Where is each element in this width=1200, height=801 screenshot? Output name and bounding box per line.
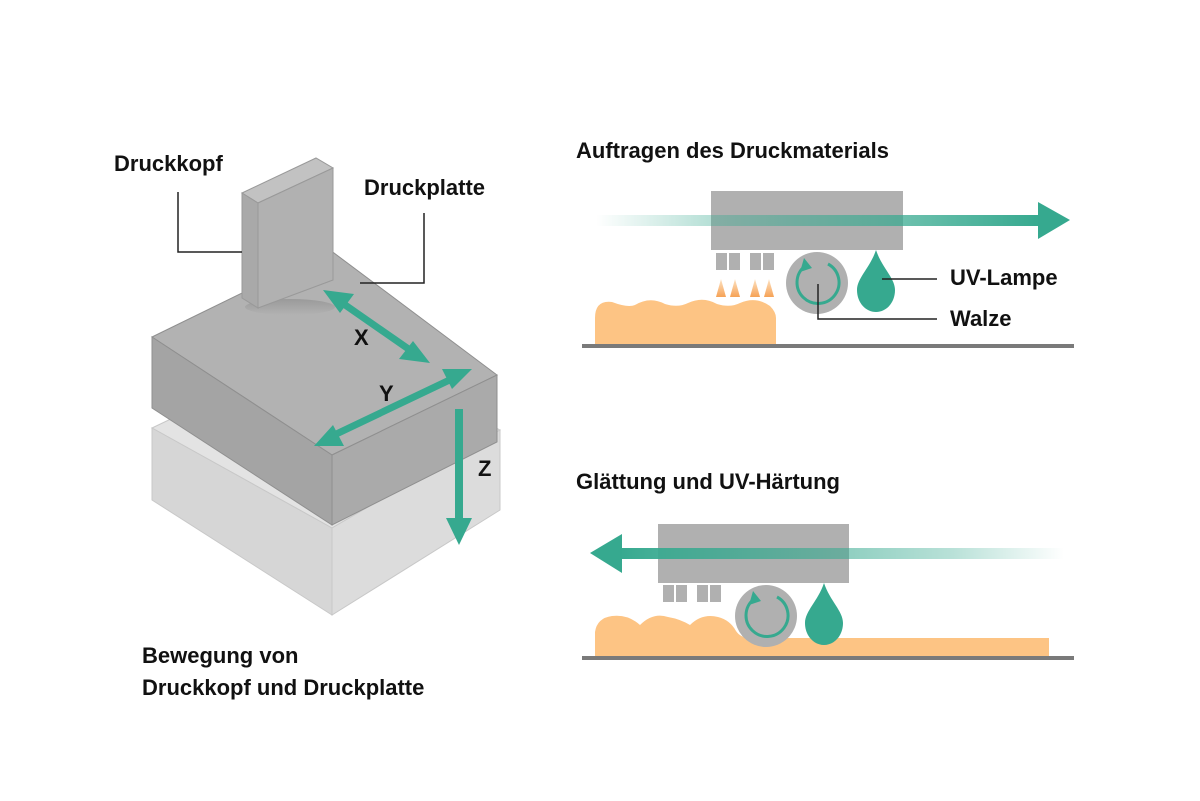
y-axis-arrow xyxy=(314,369,472,446)
roller-label: Walze xyxy=(950,306,1012,331)
print-head-block xyxy=(240,157,335,315)
bottom-uv-lamp-drop xyxy=(805,583,843,645)
x-axis-label: X xyxy=(354,325,369,350)
top-baseline xyxy=(582,344,1074,348)
bottom-panel-title: Glättung und UV-Härtung xyxy=(576,469,840,494)
z-axis-label: Z xyxy=(478,456,492,481)
roller-leader-line xyxy=(817,284,937,320)
left-caption-line-1: Bewegung von xyxy=(142,643,299,668)
top-material-layer xyxy=(595,299,776,344)
top-ink-jets xyxy=(716,279,774,297)
y-axis-label: Y xyxy=(379,381,394,406)
x-axis-arrow xyxy=(323,290,430,363)
print-plate-label: Druckplatte xyxy=(364,175,486,200)
bottom-baseline xyxy=(582,656,1074,660)
top-panel-title: Auftragen des Druckmaterials xyxy=(576,138,889,163)
bottom-nozzles xyxy=(663,585,721,602)
uv-lamp-label: UV-Lampe xyxy=(950,265,1058,290)
top-direction-arrow-right xyxy=(596,202,1070,239)
bottom-material-layer xyxy=(595,615,1049,656)
print-head-leader-line xyxy=(177,192,242,253)
top-roller-rotation-icon xyxy=(795,262,841,305)
top-uv-lamp-drop xyxy=(857,250,895,312)
top-process-illustration xyxy=(582,191,1074,348)
bottom-roller-rotation-icon xyxy=(744,595,790,638)
print-plate-block xyxy=(150,249,498,526)
print-plate-leader-line xyxy=(360,213,425,284)
left-caption-line-2: Druckkopf und Druckplatte xyxy=(142,675,425,700)
top-nozzles xyxy=(716,253,774,270)
z-axis-arrow xyxy=(446,409,472,545)
bottom-process-illustration xyxy=(582,524,1074,660)
print-head-label: Druckkopf xyxy=(114,151,223,176)
bottom-direction-arrow-left xyxy=(590,534,1064,573)
